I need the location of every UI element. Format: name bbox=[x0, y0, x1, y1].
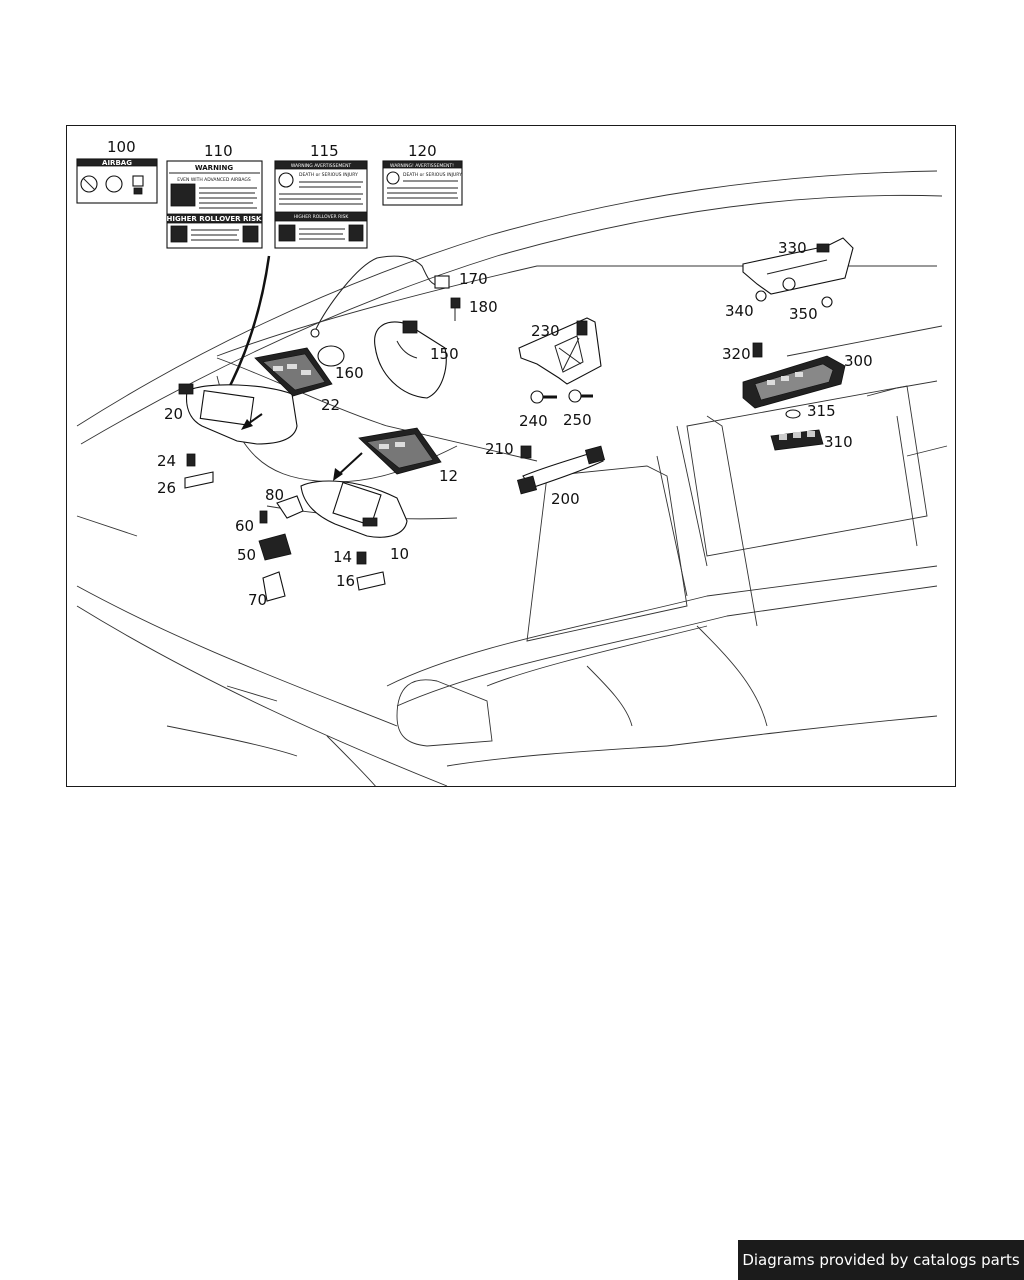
part-80-bracket bbox=[276, 495, 304, 519]
part-60-clip bbox=[259, 510, 268, 524]
part-14-clip bbox=[356, 551, 367, 565]
label-115-warning-avertissement: WARNING AVERTISSEMENT DEATH or SERIOUS I… bbox=[274, 160, 368, 249]
label-115-footer: HIGHER ROLLOVER RISK bbox=[294, 214, 350, 220]
callout-210: 210 bbox=[485, 440, 514, 458]
part-320-clip bbox=[752, 342, 763, 358]
callout-12: 12 bbox=[439, 467, 458, 485]
part-180-clip bbox=[450, 297, 461, 321]
callout-180: 180 bbox=[469, 298, 498, 316]
callout-230: 230 bbox=[531, 322, 560, 340]
part-20-sun-visor-left bbox=[178, 383, 298, 445]
callout-80: 80 bbox=[265, 486, 284, 504]
part-26-cover bbox=[184, 471, 214, 489]
part-250-screw bbox=[568, 389, 593, 403]
arrowhead-visor-right bbox=[333, 468, 343, 481]
part-70-cover bbox=[262, 571, 286, 602]
part-160-lens bbox=[317, 345, 345, 367]
callout-160: 160 bbox=[335, 364, 364, 382]
callout-70: 70 bbox=[248, 591, 267, 609]
part-200-grab-handle bbox=[516, 445, 606, 495]
parts-diagram: AIRBAG WARNING EVEN WITH ADVANCED AIRBAG… bbox=[76, 138, 948, 786]
callout-250: 250 bbox=[563, 411, 592, 429]
label-110-footer: HIGHER ROLLOVER RISK bbox=[167, 215, 263, 223]
callout-50: 50 bbox=[237, 546, 256, 564]
part-150-interior-mirror bbox=[374, 320, 447, 399]
label-115-heading: WARNING AVERTISSEMENT bbox=[291, 163, 352, 169]
label-120-warning: WARNING! AVERTISSEMENT! DEATH or SERIOUS… bbox=[382, 160, 463, 206]
label-110-line1: EVEN WITH ADVANCED AIRBAGS bbox=[177, 177, 251, 183]
part-300-rear-overhead-console bbox=[742, 355, 846, 409]
callout-330: 330 bbox=[778, 239, 807, 257]
part-50-switch bbox=[258, 533, 292, 561]
part-16-cover bbox=[356, 571, 386, 591]
part-240-screw bbox=[530, 390, 557, 404]
part-310-reading-lamp bbox=[770, 429, 824, 451]
callout-315: 315 bbox=[807, 402, 836, 420]
label-100-airbag: AIRBAG bbox=[76, 158, 158, 204]
part-210-clip bbox=[520, 445, 532, 459]
callout-22: 22 bbox=[321, 396, 340, 414]
callout-10: 10 bbox=[390, 545, 409, 563]
callout-100: 100 bbox=[107, 138, 136, 156]
arrow-to-visor-right bbox=[336, 452, 363, 477]
part-170-wire-harness bbox=[310, 255, 450, 338]
arrow-110-to-visor bbox=[220, 255, 271, 402]
part-340-screw bbox=[755, 290, 767, 302]
callout-26: 26 bbox=[157, 479, 176, 497]
label-120-heading: WARNING! AVERTISSEMENT! bbox=[390, 163, 454, 169]
footer-credit: Diagrams provided by catalogs parts bbox=[738, 1240, 1024, 1280]
callout-120: 120 bbox=[408, 142, 437, 160]
label-110-warning: WARNING EVEN WITH ADVANCED AIRBAGS HIGHE… bbox=[166, 160, 263, 249]
callout-14: 14 bbox=[333, 548, 352, 566]
callout-20: 20 bbox=[164, 405, 183, 423]
callout-320: 320 bbox=[722, 345, 751, 363]
callout-60: 60 bbox=[235, 517, 254, 535]
part-22-overhead-console bbox=[254, 347, 333, 397]
callout-24: 24 bbox=[157, 452, 176, 470]
callout-340: 340 bbox=[725, 302, 754, 320]
callout-240: 240 bbox=[519, 412, 548, 430]
callout-310: 310 bbox=[824, 433, 853, 451]
callout-150: 150 bbox=[430, 345, 459, 363]
callout-170: 170 bbox=[459, 270, 488, 288]
label-100-heading: AIRBAG bbox=[102, 159, 132, 167]
part-350-screw bbox=[821, 296, 833, 308]
callout-200: 200 bbox=[551, 490, 580, 508]
part-12-overhead-module bbox=[358, 427, 442, 475]
callout-16: 16 bbox=[336, 572, 355, 590]
part-315-bulb bbox=[785, 409, 801, 419]
label-115-line1: DEATH or SERIOUS INJURY bbox=[299, 172, 358, 178]
label-110-heading: WARNING bbox=[195, 164, 234, 172]
part-24-clip bbox=[186, 453, 196, 467]
callout-labels: 100 110 115 120 170 180 150 160 230 240 … bbox=[107, 138, 873, 609]
callout-115: 115 bbox=[310, 142, 339, 160]
callout-350: 350 bbox=[789, 305, 818, 323]
part-330-bracket bbox=[742, 237, 854, 295]
part-230-bracket bbox=[518, 317, 602, 385]
label-120-line1: DEATH or SERIOUS INJURY bbox=[403, 172, 462, 178]
footer-credit-text: Diagrams provided by catalogs parts bbox=[742, 1251, 1020, 1269]
part-10-sun-visor-right bbox=[300, 480, 408, 538]
vehicle-outline bbox=[76, 170, 948, 786]
callout-300: 300 bbox=[844, 352, 873, 370]
callout-110: 110 bbox=[204, 142, 233, 160]
parts-diagram-frame: AIRBAG WARNING EVEN WITH ADVANCED AIRBAG… bbox=[66, 125, 956, 787]
